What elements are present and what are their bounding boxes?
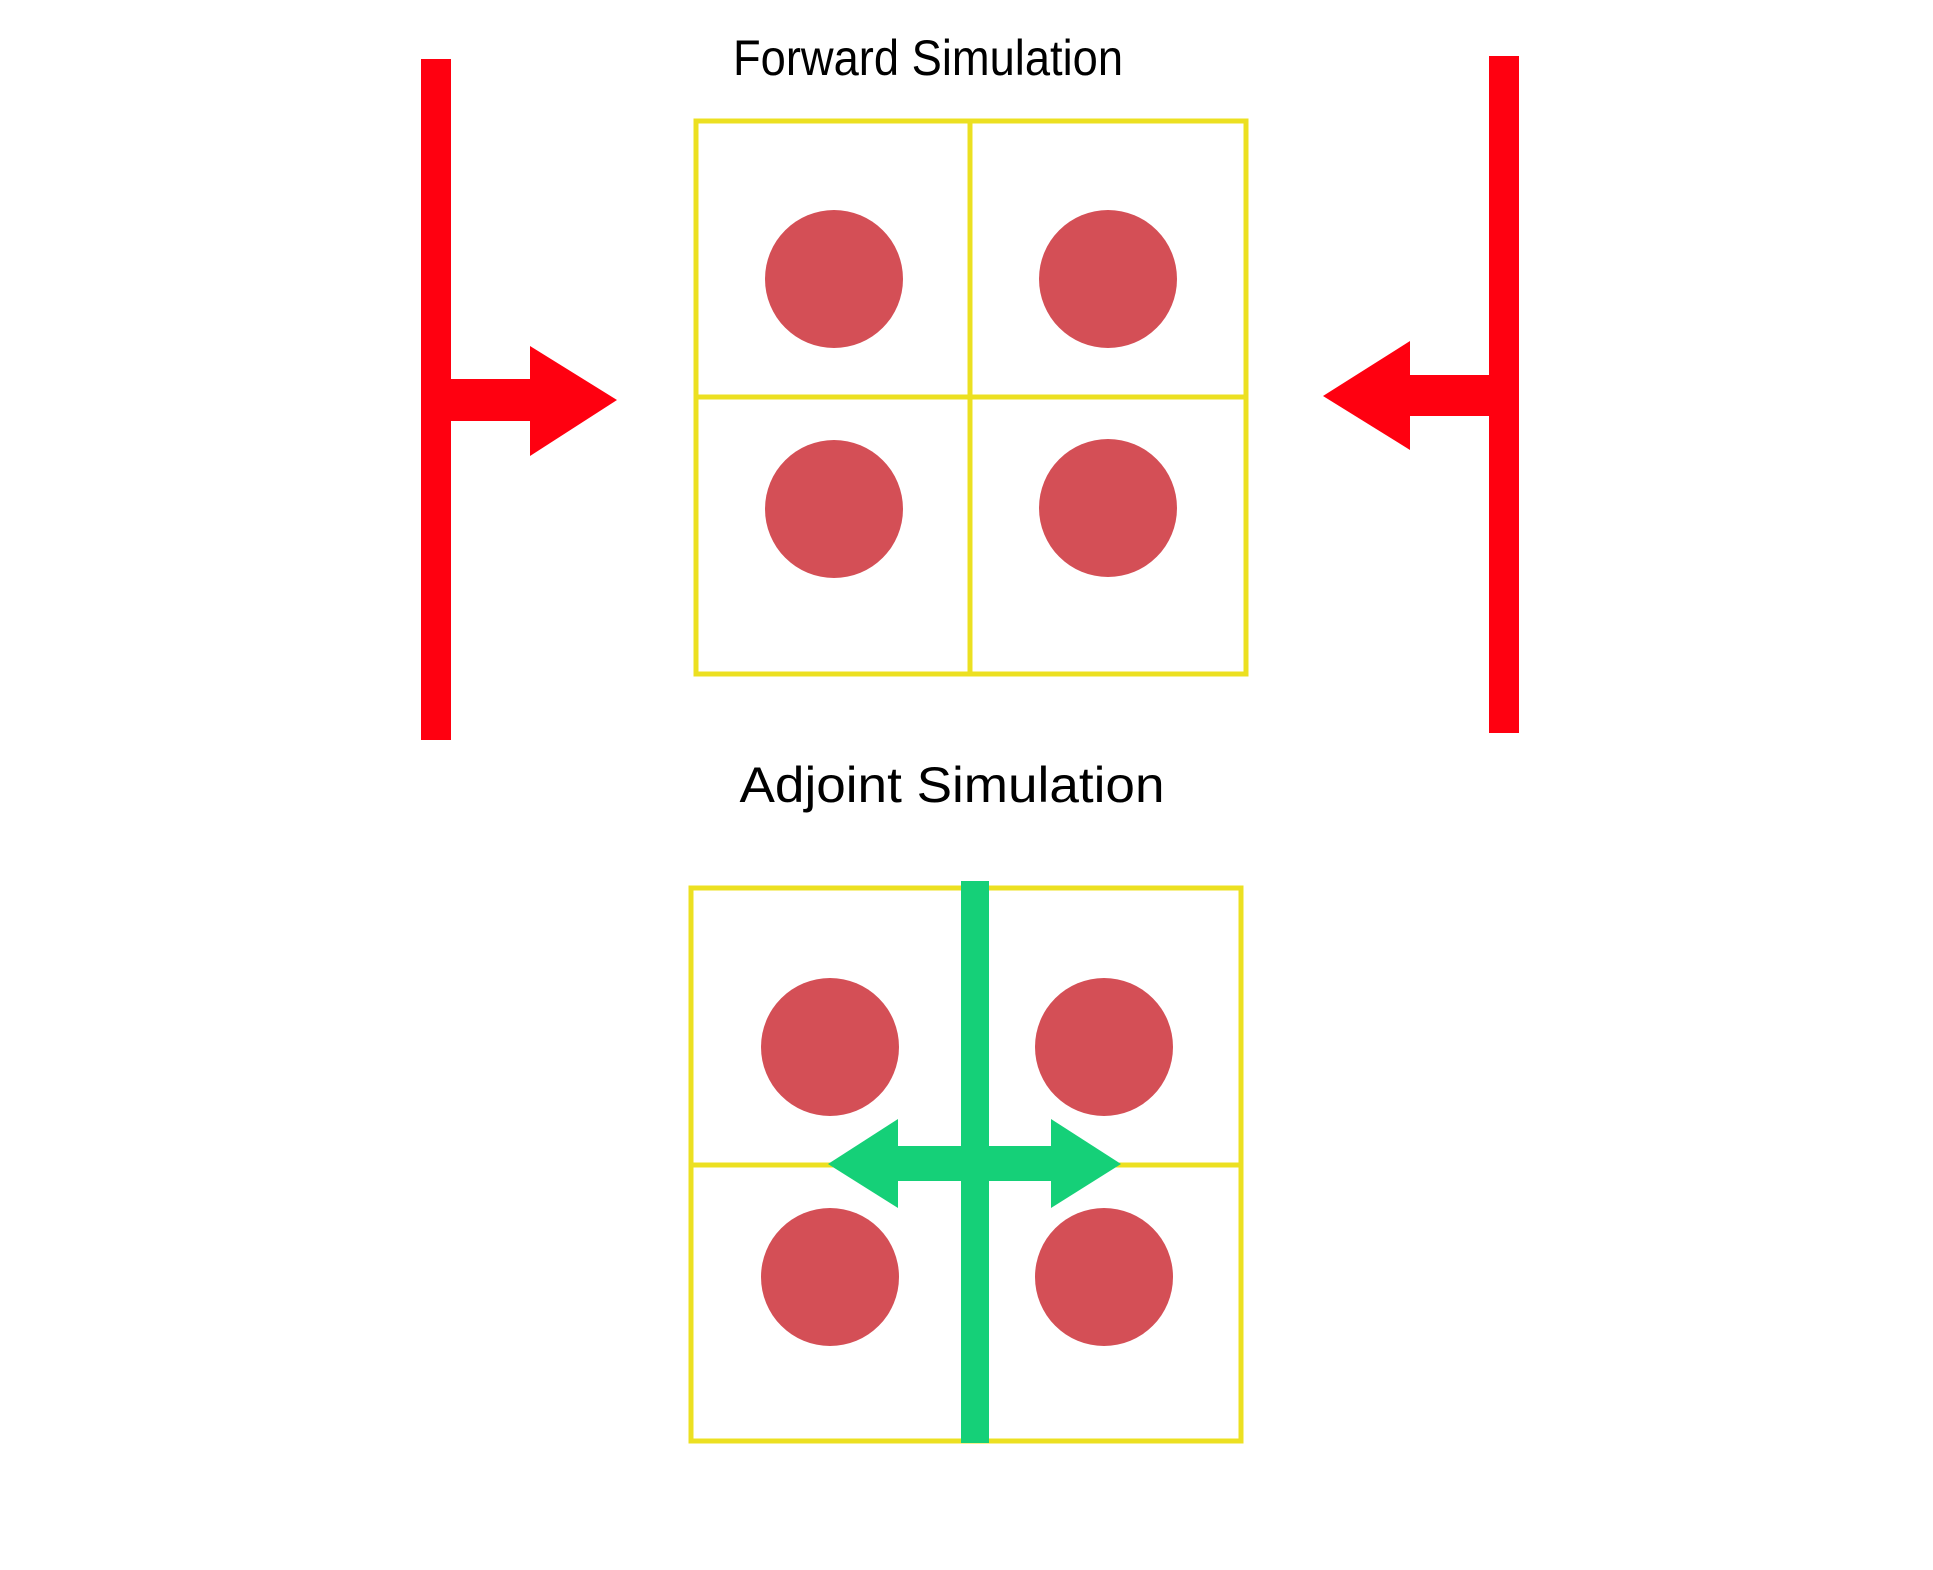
adjoint-source-icon [828, 881, 1121, 1443]
particle [765, 440, 903, 578]
forward-right-source-icon [1323, 56, 1519, 733]
particle [765, 210, 903, 348]
particle [1035, 1208, 1173, 1346]
adjoint-simulation-panel: Adjoint Simulation [688, 757, 1244, 1444]
forward-left-source-icon [421, 59, 617, 740]
particle [1039, 439, 1177, 577]
adjoint-particles [761, 978, 1173, 1346]
forward-simulation-panel: Forward Simulation [421, 30, 1519, 740]
particle [761, 978, 899, 1116]
forward-particles [765, 210, 1177, 578]
particle [1035, 978, 1173, 1116]
adjoint-title: Adjoint Simulation [740, 757, 1165, 813]
forward-grid [693, 118, 1249, 677]
forward-title: Forward Simulation [733, 30, 1123, 86]
particle [1039, 210, 1177, 348]
particle [761, 1208, 899, 1346]
